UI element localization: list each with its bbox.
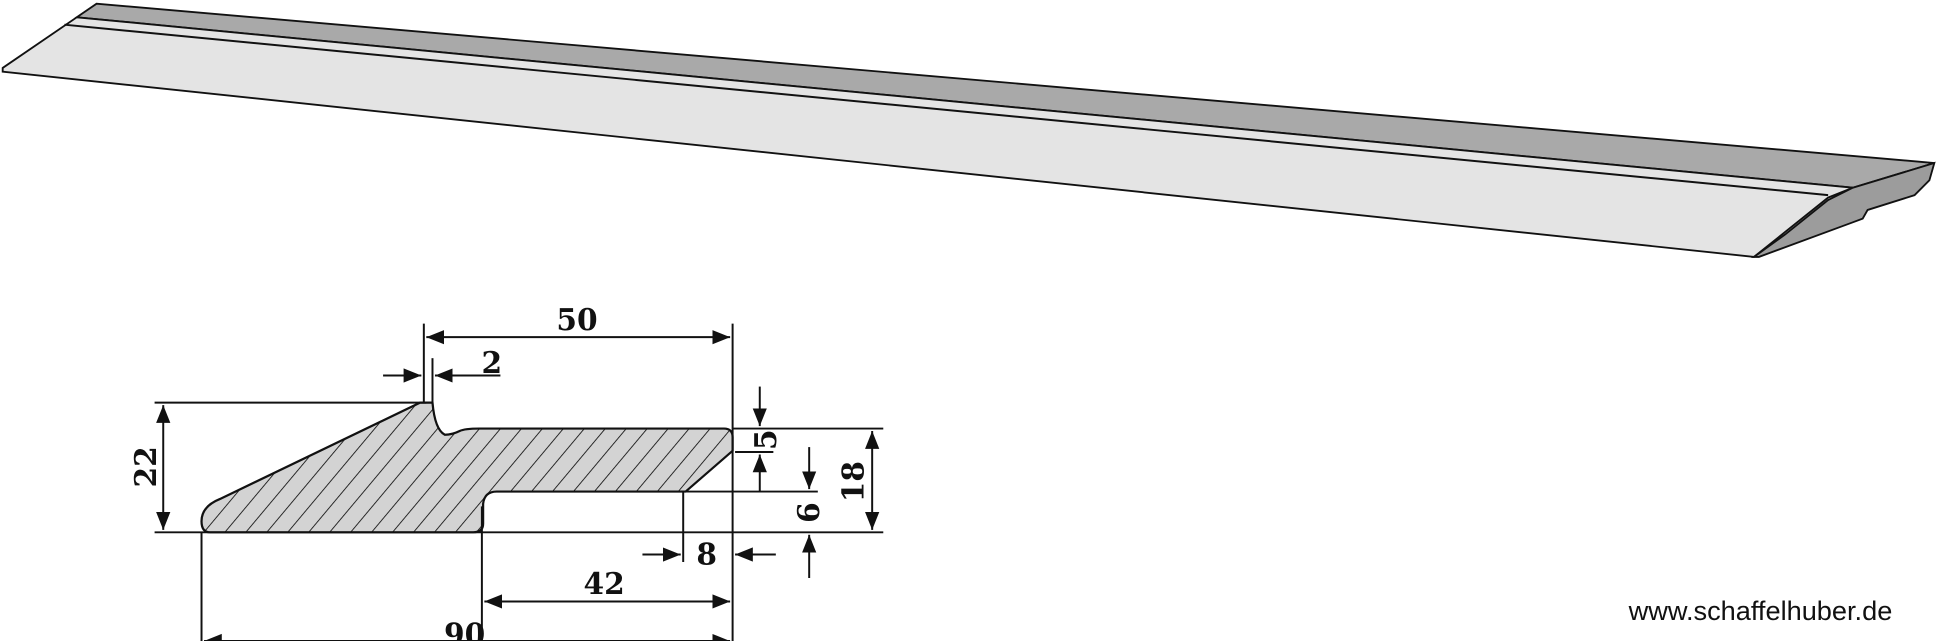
dim-label-90: 90 [444, 617, 485, 641]
extension-lines [154, 323, 884, 641]
blade-3d-view [1, 2, 1936, 258]
dim-label-22: 22 [128, 446, 163, 487]
dim-label-8: 8 [696, 536, 717, 571]
dim-label-5: 5 [748, 429, 783, 450]
dim-label-6: 6 [791, 502, 826, 523]
dim-label-50: 50 [556, 302, 597, 337]
dim-label-42: 42 [584, 566, 625, 601]
dim-label-18: 18 [836, 461, 871, 502]
blade-cross-section [200, 401, 734, 534]
website-watermark: www.schaffelhuber.de [1628, 595, 1893, 626]
blade-front-face [1, 16, 1854, 258]
dim-label-2: 2 [481, 345, 502, 380]
dimension-lines [156, 330, 880, 641]
blade-end-profile [1751, 161, 1936, 258]
